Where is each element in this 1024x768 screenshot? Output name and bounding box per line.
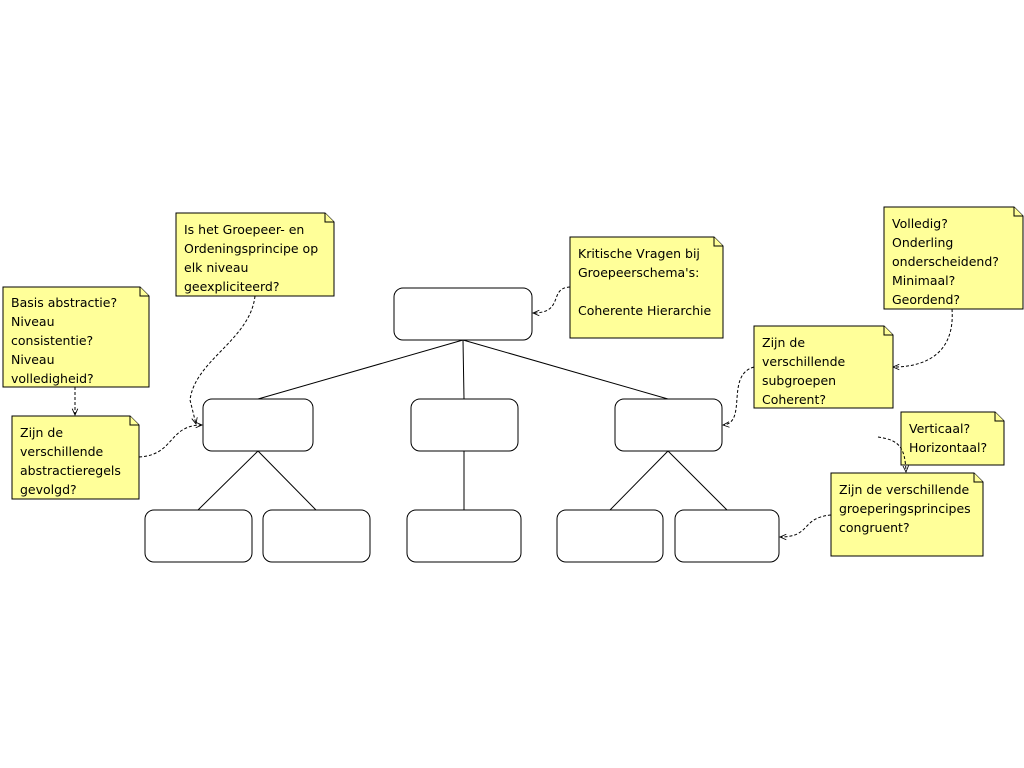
leaf-box-5[interactable] [674, 509, 780, 563]
note-shapes [2, 206, 1024, 557]
root-box[interactable] [393, 287, 533, 341]
connector-groepeer-principe-to-left-box [189, 295, 256, 424]
tree-line-right-child2 [667, 450, 728, 511]
note-shape-volledig [883, 206, 1024, 310]
note-volledig: Volledig? Onderling onderscheidend? Mini… [892, 216, 999, 307]
note-groeperingsprincipes: Zijn de verschillende groeperingsprincip… [839, 482, 971, 535]
connector-groeperingsprincipes-to-leaf [780, 514, 832, 537]
tree-line-left-child1 [197, 450, 259, 511]
note-shape-basis [2, 286, 150, 388]
tree-line-root-right [462, 339, 669, 400]
leaf-box-1[interactable] [144, 509, 253, 563]
note-basis-abstractie: Basis abstractie? Niveau consistentie? N… [11, 295, 118, 386]
tree-line-root-left [257, 339, 464, 400]
connector-subgroepen-to-right-box [723, 366, 755, 425]
level2-box-middle[interactable] [410, 398, 519, 452]
connector-verticaal-to-groeperingsprincipes [877, 436, 906, 472]
level2-box-right[interactable] [614, 398, 723, 452]
note-kritische-vragen: Kritische Vragen bij Groepeerschema's: C… [578, 246, 712, 318]
note-shape-abstractieregels [11, 415, 140, 500]
note-verticaal: Verticaal? Horizontaal? [909, 421, 988, 455]
tree-boxes [144, 287, 780, 563]
level2-box-left[interactable] [202, 398, 314, 452]
tree-lines [197, 339, 728, 511]
note-groepeer-principe: Is het Groepeer- en Ordeningsprincipe op… [184, 222, 319, 294]
note-shape-groepeer-principe [175, 212, 335, 297]
note-shape-verticaal [900, 411, 1005, 466]
tree-line-left-child2 [257, 450, 317, 511]
note-abstractieregels: Zijn de verschillende abstractieregels g… [20, 425, 121, 497]
tree-line-root-middle [462, 339, 465, 400]
note-subgroepen: Zijn de verschillende subgroepen Coheren… [762, 335, 846, 407]
tree-line-right-child1 [609, 450, 669, 511]
leaf-box-4[interactable] [556, 509, 664, 563]
connector-volledig-to-subgroepen [893, 308, 953, 367]
connector-abstractieregels-to-left-box [138, 425, 202, 458]
note-shape-kritische-vragen [569, 236, 724, 339]
note-shape-groeperingsprincipes [830, 472, 984, 557]
note-connectors [75, 286, 953, 537]
note-shape-subgroepen [753, 325, 894, 409]
leaf-box-2[interactable] [262, 509, 371, 563]
leaf-box-3[interactable] [406, 509, 522, 563]
connector-kritische-vragen-to-root [533, 286, 571, 313]
